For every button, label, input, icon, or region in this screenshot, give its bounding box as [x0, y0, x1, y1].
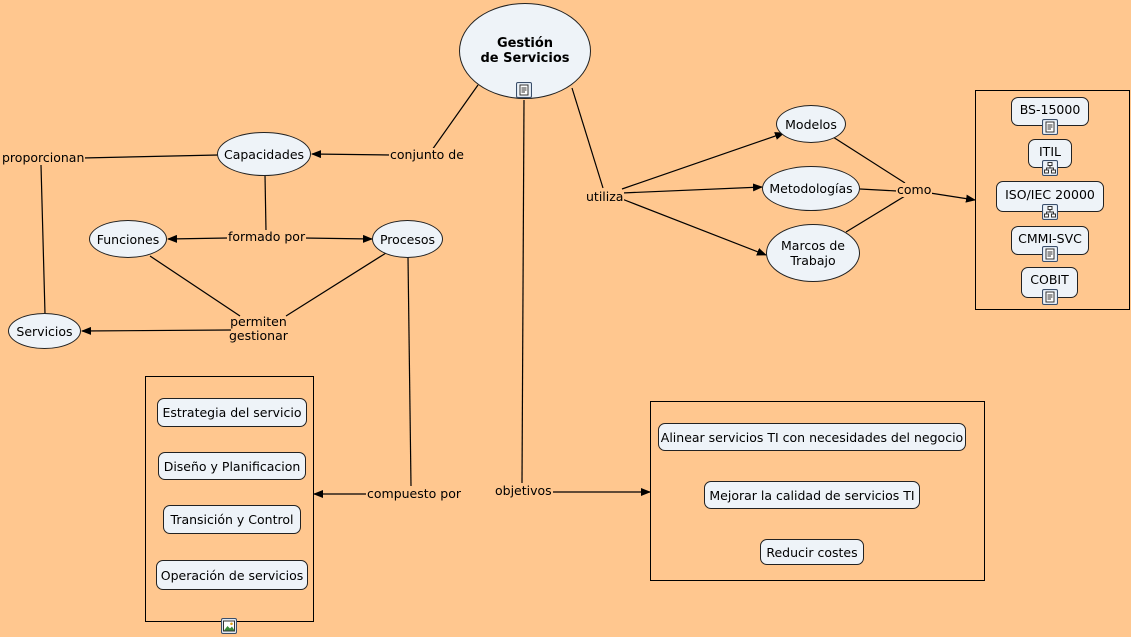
objective-mejorar[interactable]: Mejorar la calidad de servicios TI	[704, 481, 920, 509]
objectives-box	[650, 401, 985, 581]
image-icon[interactable]	[221, 618, 237, 634]
hierarchy-icon[interactable]	[1042, 160, 1058, 176]
objective-reducir[interactable]: Reducir costes	[760, 539, 864, 565]
framework-cmmi-svc[interactable]: CMMI-SVC	[1011, 226, 1089, 255]
document-icon[interactable]	[1042, 289, 1058, 305]
link-permiten-gestionar[interactable]: permiten gestionar	[229, 314, 288, 343]
process-transicion[interactable]: Transición y Control	[163, 505, 301, 534]
concept-funciones[interactable]: Funciones	[89, 220, 167, 258]
concept-modelos[interactable]: Modelos	[776, 105, 846, 143]
link-compuesto-por[interactable]: compuesto por	[366, 486, 463, 501]
document-icon[interactable]	[1042, 246, 1058, 262]
process-operacion[interactable]: Operación de servicios	[156, 560, 308, 590]
concept-capacidades[interactable]: Capacidades	[217, 132, 311, 176]
concept-servicios[interactable]: Servicios	[8, 313, 81, 349]
link-como[interactable]: como	[896, 182, 933, 197]
link-conjunto-de[interactable]: conjunto de	[389, 147, 465, 162]
link-formado-por[interactable]: formado por	[227, 229, 307, 244]
frameworks-box	[975, 90, 1130, 310]
process-diseno[interactable]: Diseño y Planificacion	[158, 452, 306, 480]
process-estrategia[interactable]: Estrategia del servicio	[157, 398, 307, 427]
concept-marcos-de-trabajo[interactable]: Marcos de Trabajo	[766, 224, 860, 282]
link-utiliza[interactable]: utiliza	[585, 189, 625, 204]
document-icon[interactable]	[1042, 119, 1058, 135]
link-proporcionan[interactable]: proporcionan	[1, 150, 86, 165]
concept-procesos[interactable]: Procesos	[372, 220, 443, 258]
link-objetivos[interactable]: objetivos	[494, 483, 553, 498]
objective-alinear[interactable]: Alinear servicios TI con necesidades del…	[658, 423, 966, 451]
concept-metodologias[interactable]: Metodologías	[762, 166, 860, 211]
hierarchy-icon[interactable]	[1042, 204, 1058, 220]
document-icon[interactable]	[516, 82, 532, 98]
